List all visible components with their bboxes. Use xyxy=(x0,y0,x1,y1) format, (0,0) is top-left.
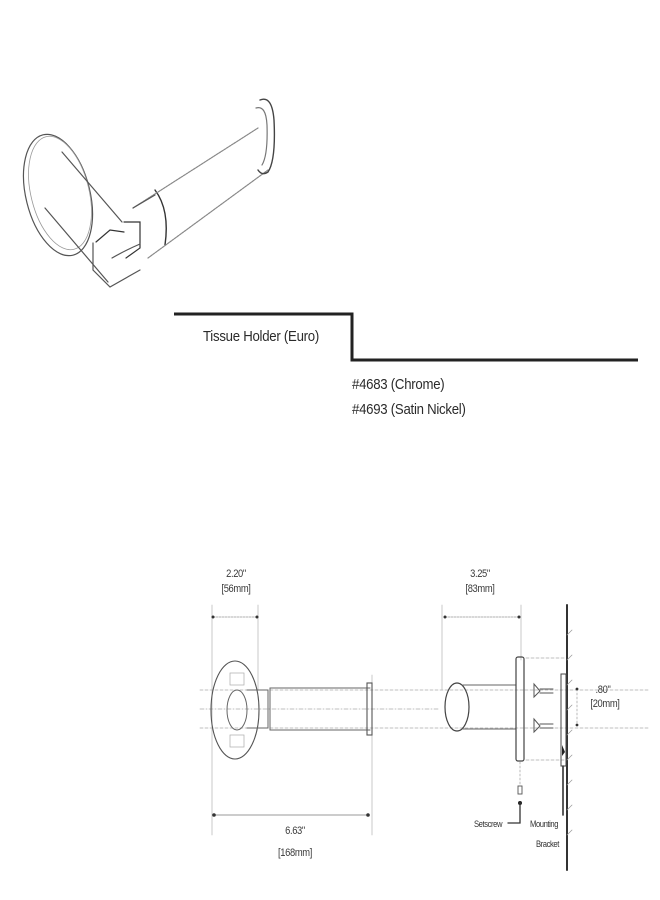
mounting-bracket-label-line1: Mounting xyxy=(530,819,559,829)
depth-dim-mm: [83mm] xyxy=(465,583,495,595)
sku-satin-nickel: #4693 (Satin Nickel) xyxy=(352,401,466,418)
sku-chrome: #4683 (Chrome) xyxy=(352,376,445,393)
length-dim-mm: [168mm] xyxy=(278,847,312,859)
screw-spacing-dim-mm: [20mm] xyxy=(590,698,620,710)
product-title: Tissue Holder (Euro) xyxy=(203,328,320,345)
depth-dim-inches: 3.25" xyxy=(470,568,490,580)
screw-spacing-dim-inches: .80" xyxy=(595,684,611,696)
setscrew-label: Setscrew xyxy=(474,819,503,829)
width-dim-mm: [56mm] xyxy=(221,583,251,595)
mounting-bracket-label-line2: Bracket xyxy=(536,839,559,849)
width-dim-inches: 2.20" xyxy=(226,568,246,580)
length-dim-inches: 6.63" xyxy=(285,825,305,837)
